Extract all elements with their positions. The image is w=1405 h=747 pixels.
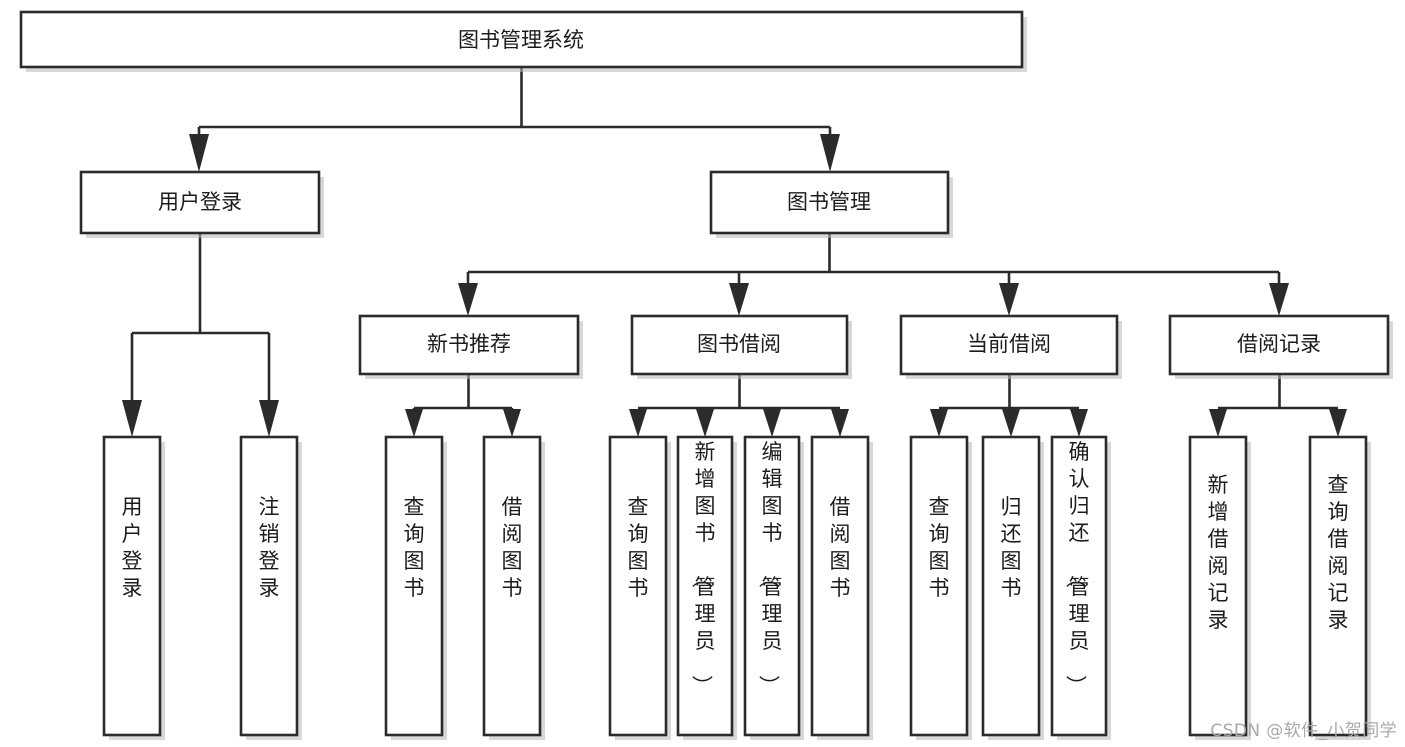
node-leaf-bb-add-label: 新增图书（管理员） [690,440,716,696]
node-leaf-bb-query[interactable]: 查询图书 [608,435,671,740]
node-new-book-box [358,314,580,376]
node-leaf-cb-query-box [909,435,969,737]
node-leaf-cb-return[interactable]: 归还图书 [981,435,1044,740]
node-leaf-bb-borrow-box [810,435,870,737]
node-book-mgmt[interactable]: 图书管理 [709,170,953,238]
node-book-borrow[interactable]: 图书借阅 [630,314,852,379]
node-book-borrow-label: 图书借阅 [697,332,781,356]
node-leaf-nb-borrow-label: 借阅图书 [502,495,523,600]
node-leaf-logout-label: 注销登录 [259,495,280,600]
node-leaf-nb-borrow[interactable]: 借阅图书 [482,435,545,740]
node-leaf-cb-confirm[interactable]: 确认归还（管理员） [1050,435,1111,740]
arrow-head-user-login [189,134,209,172]
node-leaf-bb-borrow[interactable]: 借阅图书 [810,435,873,740]
node-root[interactable]: 图书管理系统 [19,10,1027,72]
arrow-head-current-borrow [999,283,1019,316]
node-root-label: 图书管理系统 [458,28,584,52]
node-leaf-nb-borrow-box [482,435,542,737]
node-leaf-cb-query-label: 查询图书 [929,495,950,600]
connector-group [122,67,1347,437]
node-leaf-bb-borrow-label: 借阅图书 [830,495,851,600]
node-new-book[interactable]: 新书推荐 [358,314,583,379]
arrow-head-borrow-record [1269,283,1289,316]
node-leaf-nb-query[interactable]: 查询图书 [384,435,447,740]
node-borrow-record-label: 借阅记录 [1237,332,1321,356]
node-leaf-cb-confirm-box [1050,435,1108,737]
arrow-head-nb-query [405,409,423,437]
arrow-head-cb-query [930,409,948,437]
node-book-mgmt-label: 图书管理 [787,190,871,214]
node-current-borrow-label: 当前借阅 [967,332,1051,356]
arrow-head-cb-confirm [1070,409,1088,437]
node-leaf-nb-query-box [384,435,444,737]
node-leaf-user-login[interactable]: 用户登录 [102,435,165,740]
node-book-mgmt-box [709,170,950,235]
arrow-head-br-add [1209,409,1227,437]
node-leaf-bb-add-box [676,435,734,737]
arrow-head-leaf-logout [259,400,279,437]
node-leaf-bb-edit-label: 编辑图书（管理员） [757,440,783,696]
node-user-login[interactable]: 用户登录 [79,170,324,238]
node-leaf-bb-edit-box [743,435,801,737]
node-root-box [19,10,1024,69]
node-user-login-label: 用户登录 [158,190,242,214]
node-current-borrow-box [899,314,1119,376]
arrow-head-book-mgmt [820,134,840,172]
arrow-head-book-borrow [729,283,749,316]
node-leaf-bb-query-box [608,435,668,737]
arrow-head-bb-add [696,409,714,437]
arrow-head-cb-return [1002,409,1020,437]
node-leaf-bb-query-label: 查询图书 [628,495,649,600]
node-leaf-logout[interactable]: 注销登录 [239,435,302,740]
node-leaf-br-add-box [1188,435,1248,737]
node-borrow-record-box [1168,314,1390,376]
node-leaf-user-login-box [102,435,162,737]
node-borrow-record[interactable]: 借阅记录 [1168,314,1393,379]
node-leaf-br-query-label: 查询借阅记录 [1328,473,1349,632]
node-leaf-br-add-label: 新增借阅记录 [1208,473,1229,632]
node-leaf-cb-query[interactable]: 查询图书 [909,435,972,740]
node-book-borrow-box [630,314,849,376]
node-user-login-box [79,170,321,235]
node-leaf-br-query[interactable]: 查询借阅记录 [1308,435,1371,740]
node-leaf-bb-edit[interactable]: 编辑图书（管理员） [743,435,804,740]
node-leaf-user-login-label: 用户登录 [122,495,143,600]
arrow-head-br-query [1329,409,1347,437]
node-leaf-nb-query-label: 查询图书 [404,495,425,600]
arrow-head-new-book [458,283,478,316]
node-leaf-cb-confirm-label: 确认归还（管理员） [1064,440,1090,696]
node-current-borrow[interactable]: 当前借阅 [899,314,1122,379]
node-leaf-bb-add[interactable]: 新增图书（管理员） [676,435,737,740]
node-leaf-br-query-box [1308,435,1368,737]
arrow-head-nb-borrow [503,409,521,437]
arrow-head-bb-borrow [831,409,849,437]
node-leaf-cb-return-box [981,435,1041,737]
node-leaf-br-add[interactable]: 新增借阅记录 [1188,435,1251,740]
node-leaf-logout-box [239,435,299,737]
arrow-head-bb-edit [763,409,781,437]
node-new-book-label: 新书推荐 [427,332,511,356]
node-leaf-cb-return-label: 归还图书 [1001,495,1022,600]
arrow-head-bb-query [629,409,647,437]
arrow-head-leaf-user-login [122,400,142,437]
